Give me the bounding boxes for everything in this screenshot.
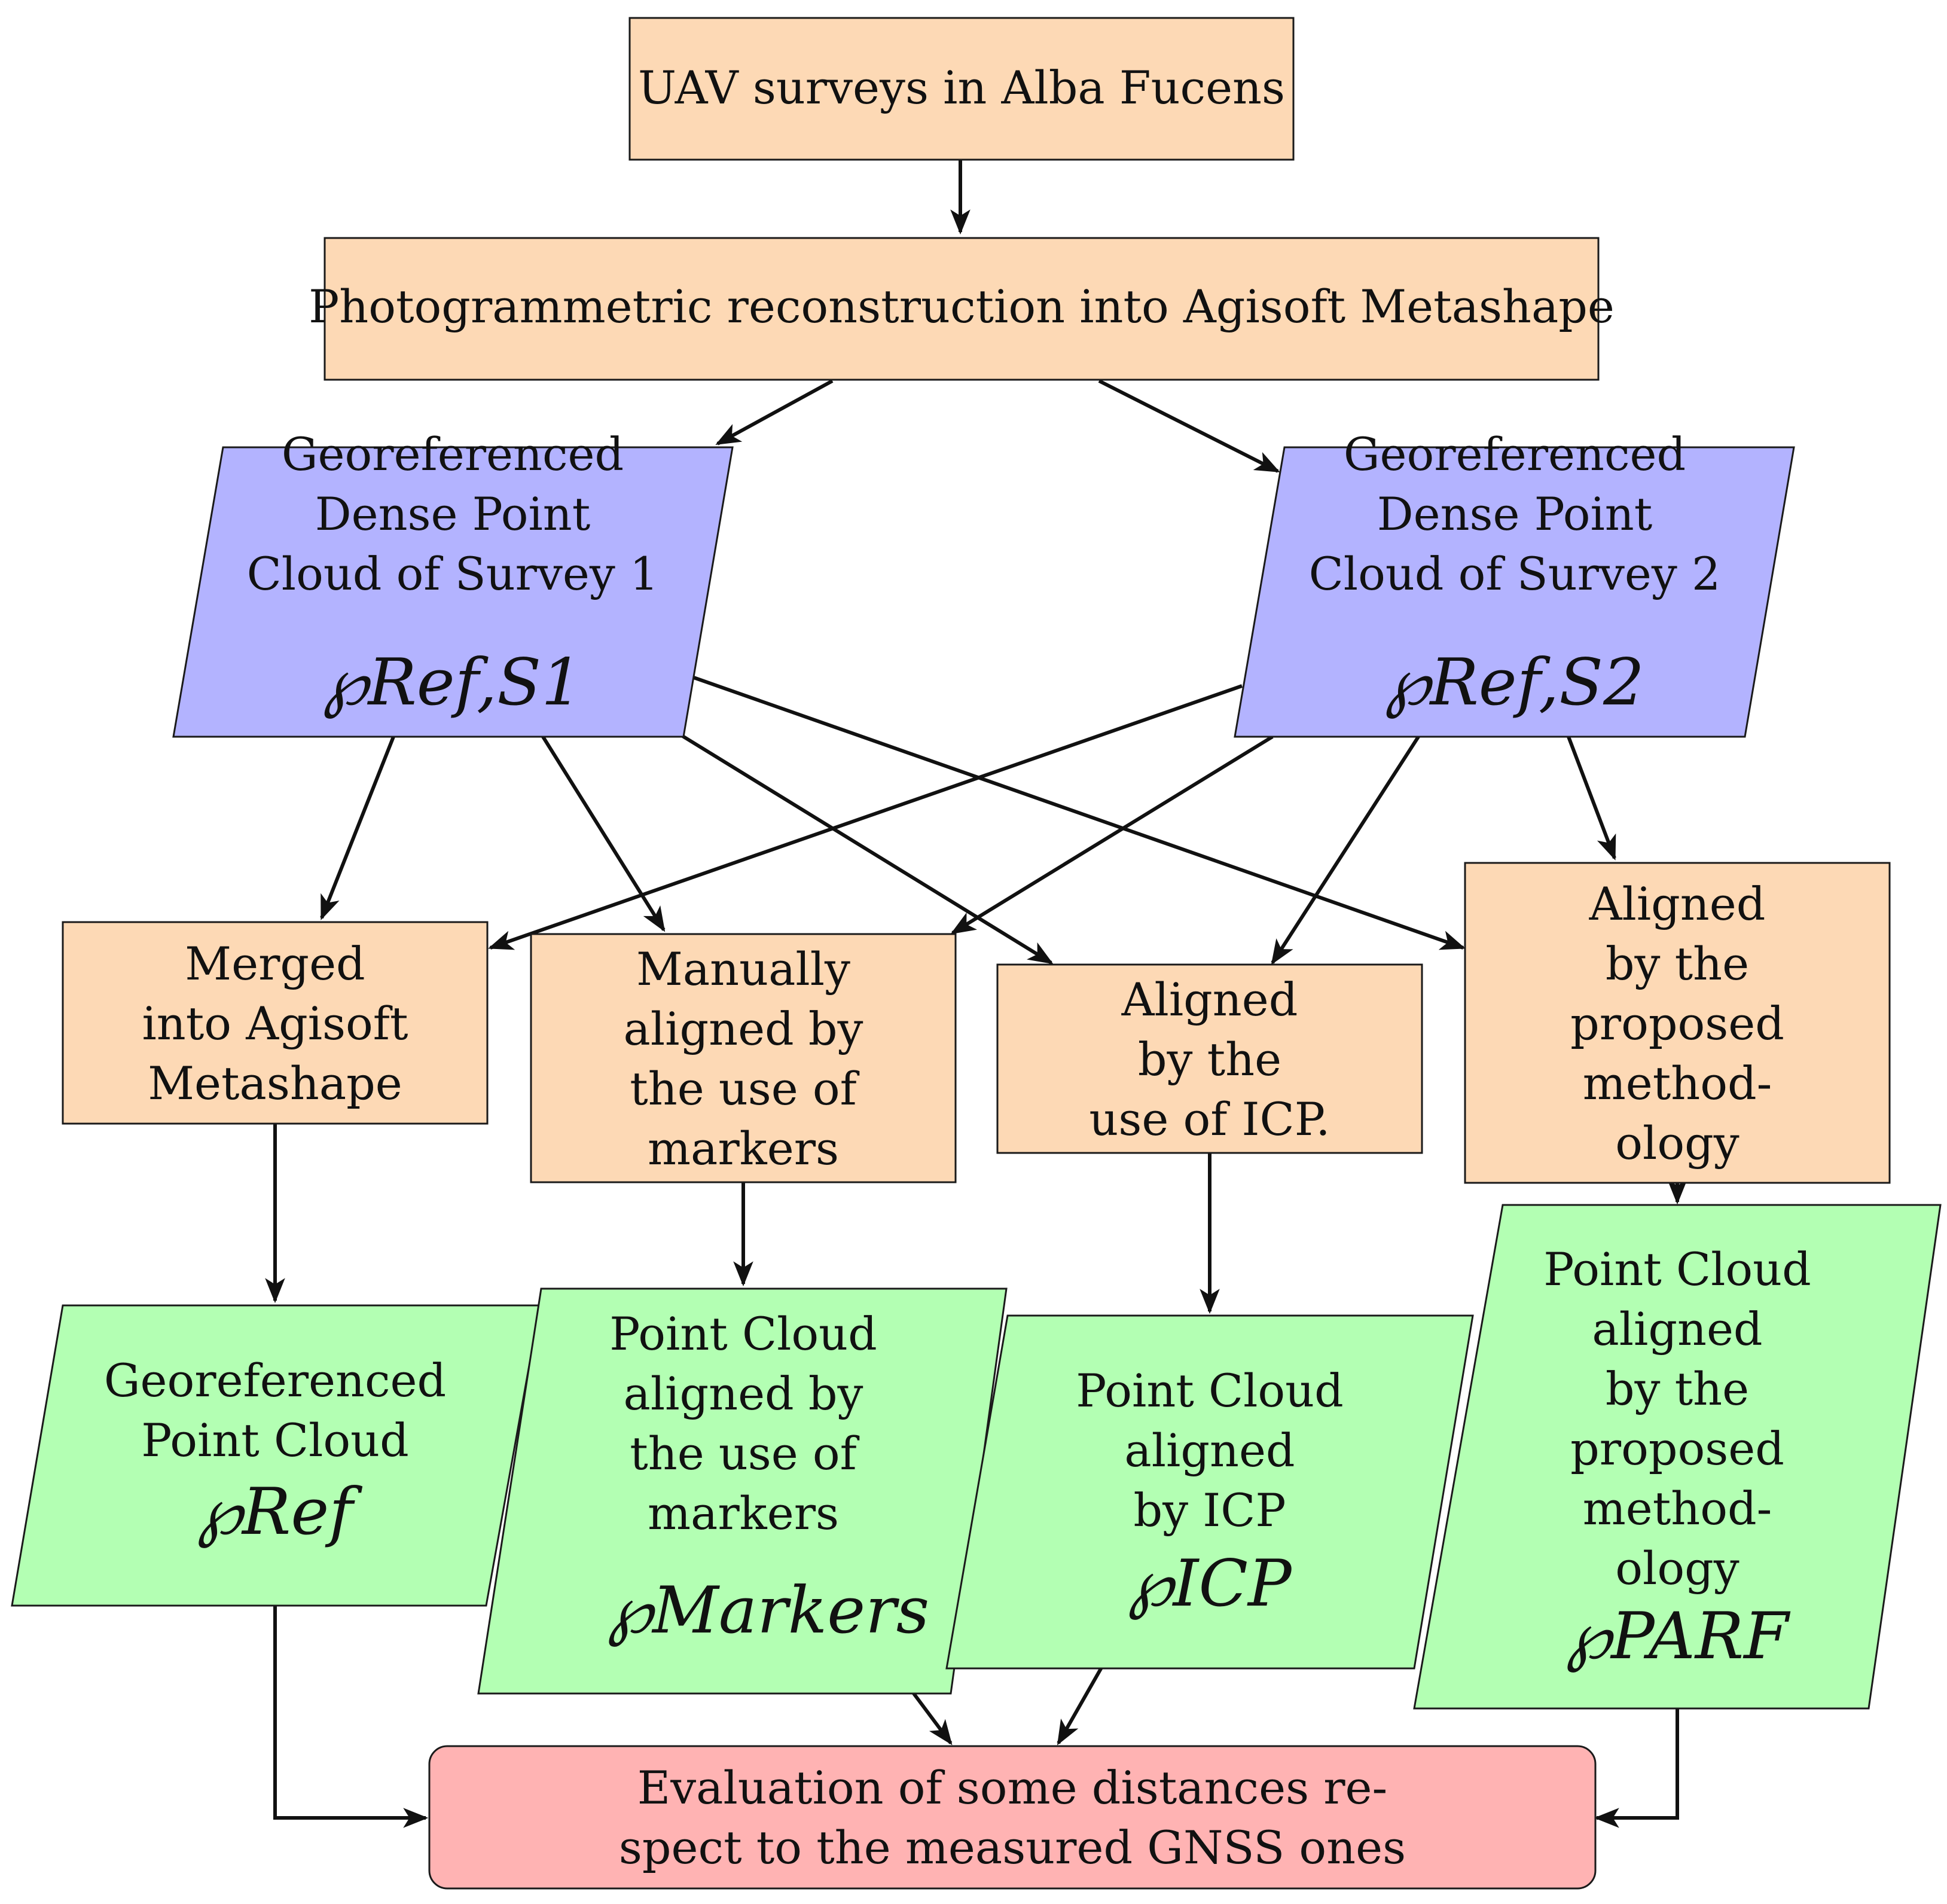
node-pc-markers: Point Cloud aligned by the use of markers ℘… <box>477 1287 1008 1695</box>
pc-parf-label: Point Cloud aligned by the proposed method-o… <box>1543 1243 1811 1595</box>
label-line: Metashape <box>148 1057 402 1110</box>
label-line: Cloud of Survey 1 <box>247 547 659 600</box>
pc-ref-symbol: ℘Ref <box>197 1475 363 1549</box>
label-line: Aligned <box>1121 973 1298 1026</box>
node-proposed-methodology: Aligned by the proposed method-ology <box>1464 862 1891 1184</box>
label-line: proposed <box>1570 1422 1784 1475</box>
label-line: Manually <box>636 942 850 996</box>
label-line: Dense Point <box>1377 487 1653 541</box>
label-line: proposed <box>1570 997 1784 1050</box>
label-line: Point Cloud <box>609 1307 877 1360</box>
label-line: use of ICP. <box>1089 1093 1330 1146</box>
nodes: UAV surveys in Alba Fucens Photogrammetr… <box>11 17 1942 1890</box>
node-evaluation: Evaluation of some distances re-spect to… <box>428 1745 1597 1890</box>
label-line: Georeferenced <box>282 428 624 481</box>
pc-icp-symbol: ℘ICP <box>1128 1546 1293 1621</box>
arrow-pcicp-to-eval <box>1057 1665 1104 1746</box>
pc-icp-label: Point Cloud aligned by ICP <box>1076 1364 1344 1537</box>
arrow-pcref-to-eval <box>273 1606 429 1828</box>
label-line: Aligned <box>1589 877 1766 930</box>
label-line: by ICP <box>1133 1484 1286 1537</box>
node-pc-parf: Point Cloud aligned by the proposed method-o… <box>1413 1204 1942 1710</box>
label-line: Point Cloud <box>1076 1364 1344 1417</box>
pc-markers-symbol: ℘Markers <box>608 1573 929 1648</box>
label-line: Point Cloud <box>1543 1243 1811 1296</box>
label-line: Point Cloud <box>141 1414 409 1467</box>
arrow-pcmarkers-to-eval <box>910 1690 953 1746</box>
label-line: ology <box>1615 1116 1739 1170</box>
node-pc-icp: Point Cloud aligned by ICP ℘ICP <box>945 1314 1474 1670</box>
label-line: Cloud of Survey 2 <box>1309 547 1721 600</box>
pc-markers-label: Point Cloud aligned by the use of markers <box>609 1307 877 1540</box>
label-line: markers <box>648 1487 839 1540</box>
label-line: the use of <box>630 1062 859 1115</box>
label-line: Evaluation of some distances re- <box>637 1761 1387 1814</box>
arrow-s2-to-icp <box>1271 736 1420 965</box>
node-aligned-icp: Aligned by the use of ICP. <box>996 963 1423 1154</box>
pc-parf-symbol: ℘PARF <box>1566 1599 1791 1674</box>
arrow-pcparf-to-eval <box>1594 1707 1679 1828</box>
label-line: by the <box>1606 937 1749 990</box>
node-uav-surveys: UAV surveys in Alba Fucens <box>628 17 1295 161</box>
label-line: aligned <box>1124 1424 1295 1477</box>
label-line: method- <box>1583 1482 1772 1535</box>
evaluation-label: Evaluation of some distances re-spect to… <box>619 1761 1406 1874</box>
label-line: by the <box>1138 1033 1281 1086</box>
arrow-s2-to-proposed <box>1567 736 1616 861</box>
edges <box>265 160 1687 1828</box>
manual-label: Manually aligned by the use of markers <box>624 942 863 1175</box>
arrow-s2-to-manual <box>950 735 1274 935</box>
label-line: ology <box>1615 1542 1739 1595</box>
label-line: spect to the measured GNSS ones <box>619 1821 1406 1874</box>
label-line: aligned by <box>624 1367 863 1420</box>
arrow-s2-to-merged <box>488 684 1243 950</box>
label-line: Georeferenced <box>104 1354 446 1407</box>
arrow-photo-to-s2 <box>1098 379 1280 473</box>
arrow-s1-to-manual <box>541 736 666 932</box>
label-line: method- <box>1583 1057 1772 1110</box>
label-line: the use of <box>630 1427 859 1480</box>
survey-2-symbol: ℘Ref,S2 <box>1385 645 1644 720</box>
node-manual-markers: Manually aligned by the use of markers <box>530 933 957 1183</box>
label-line: by the <box>1606 1362 1749 1415</box>
label-line: Georeferenced <box>1344 428 1686 481</box>
label-line: Dense Point <box>315 487 591 541</box>
uav-label: UAV surveys in Alba Fucens <box>638 61 1285 114</box>
node-photogrammetric-reconstruction: Photogrammetric reconstruction into Agis… <box>309 237 1615 381</box>
label-line: Merged <box>185 937 365 990</box>
arrow-s1-to-icp <box>680 734 1054 965</box>
label-line: aligned by <box>624 1002 863 1055</box>
proposed-label: Aligned by the proposed method-ology <box>1570 877 1784 1170</box>
survey-1-symbol: ℘Ref,S1 <box>323 645 582 720</box>
label-line: markers <box>648 1122 839 1175</box>
label-line: UAV surveys in Alba Fucens <box>638 61 1285 114</box>
arrow-s1-to-merged <box>320 736 395 920</box>
icp-label: Aligned by the use of ICP. <box>1089 973 1330 1146</box>
photo-label: Photogrammetric reconstruction into Agis… <box>309 280 1615 333</box>
arrow-s1-to-proposed <box>693 676 1466 950</box>
arrow-photo-to-s1 <box>715 379 834 446</box>
label-line: aligned <box>1592 1302 1762 1356</box>
label-line: Photogrammetric reconstruction into Agis… <box>309 280 1615 333</box>
label-line: into Agisoft <box>142 997 408 1050</box>
